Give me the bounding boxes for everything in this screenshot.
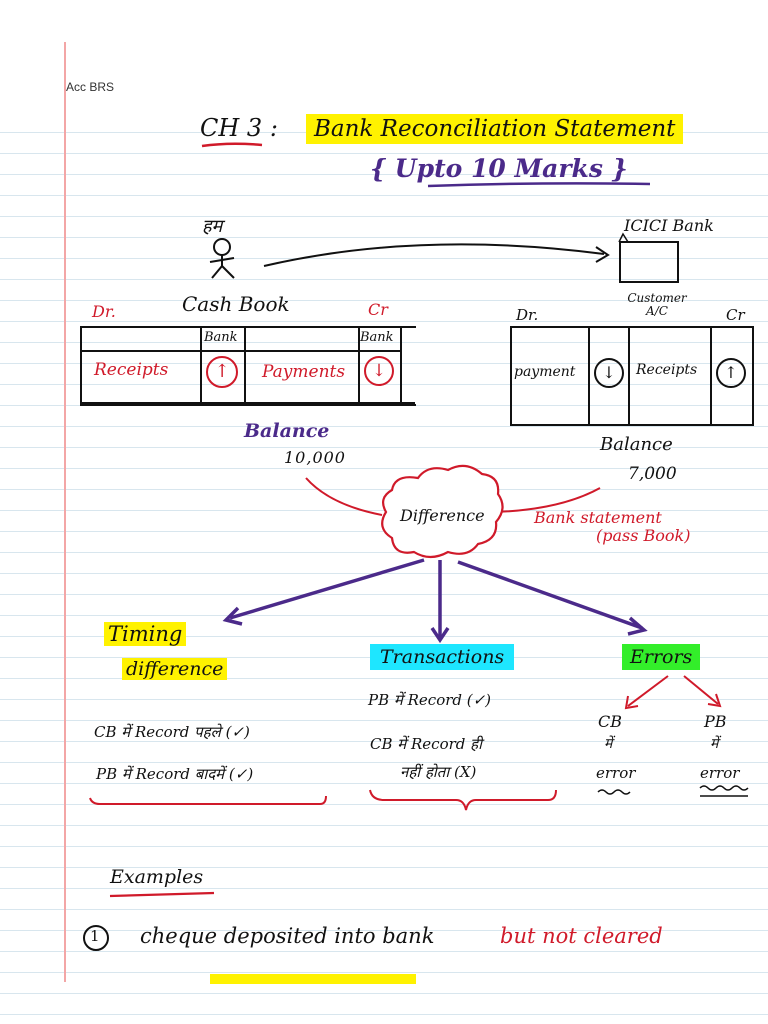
bank-icon bbox=[619, 241, 679, 283]
errors-pb-mein: में bbox=[710, 736, 719, 752]
pass-book-label: (pass Book) bbox=[596, 526, 691, 545]
cashbook-title: Cash Book bbox=[182, 292, 290, 316]
arrow-down-icon: ↓ bbox=[364, 356, 394, 386]
cashbook-header-rule bbox=[80, 350, 400, 352]
pb-error-squiggle bbox=[699, 785, 749, 791]
marks-underline bbox=[427, 182, 651, 188]
customer-receipts: Receipts bbox=[636, 362, 698, 378]
difference-cloud bbox=[381, 464, 504, 559]
errors-title: Errors bbox=[622, 644, 701, 670]
person-label: हम bbox=[202, 216, 223, 237]
transactions-bracket bbox=[369, 789, 557, 811]
errors-cb-error: error bbox=[596, 764, 636, 782]
timing-line-1: CB में Record पहले (✓) bbox=[94, 723, 250, 741]
customer-cr-label: Cr bbox=[726, 306, 745, 324]
cashbook-divider-1 bbox=[200, 326, 202, 404]
cashbook-balance-label: Balance bbox=[244, 420, 330, 442]
errors-branch-arrows bbox=[624, 675, 722, 710]
cashbook-bank-col-1: Bank bbox=[204, 330, 238, 345]
cashbook-divider-2 bbox=[244, 326, 246, 404]
customer-table bbox=[510, 326, 754, 426]
cashbook-bank-col-2: Bank bbox=[360, 330, 394, 345]
customer-divider-3 bbox=[710, 326, 712, 424]
cashbook-to-difference-line bbox=[305, 477, 383, 516]
person-icon bbox=[209, 238, 235, 279]
arrow-up-icon: ↑ bbox=[206, 356, 238, 388]
transactions-line-3: नहीं होता (X) bbox=[400, 763, 477, 781]
branch-arrows bbox=[222, 558, 648, 644]
customer-balance-label: Balance bbox=[600, 434, 673, 455]
example-number-circle bbox=[83, 925, 109, 951]
cashbook-divider-4 bbox=[400, 326, 402, 404]
difference-label: Difference bbox=[400, 506, 485, 525]
transactions-line-2: CB में Record ही bbox=[370, 735, 482, 753]
arrow-up-circle-icon: ↑ bbox=[716, 358, 746, 388]
page-header-area bbox=[0, 0, 768, 112]
cashbook-cr-label: Cr bbox=[368, 300, 388, 319]
timing-title-1: Timing bbox=[104, 622, 187, 646]
cashbook-receipts: Receipts bbox=[94, 360, 169, 380]
cashbook-table-bottom bbox=[80, 402, 415, 404]
example-text: cheque deposited into bank bbox=[140, 924, 435, 948]
cashbook-dr-label: Dr. bbox=[92, 302, 116, 321]
transactions-title: Transactions bbox=[370, 644, 515, 670]
errors-pb-error: error bbox=[700, 764, 740, 782]
bank-label: ICICI Bank bbox=[624, 216, 714, 235]
cashbook-payments: Payments bbox=[262, 362, 346, 382]
transactions-line-1: PB में Record (✓) bbox=[368, 691, 492, 709]
cashbook-table bbox=[80, 326, 416, 406]
bank-statement-label: Bank statement bbox=[534, 508, 662, 527]
page-title: Bank Reconciliation Statement bbox=[306, 114, 684, 144]
customer-divider-1 bbox=[588, 326, 590, 424]
cashbook-divider-3 bbox=[358, 326, 360, 404]
customer-ac-title: Customer A/C bbox=[627, 291, 687, 318]
timing-title-2: difference bbox=[122, 658, 228, 680]
customer-divider-2 bbox=[628, 326, 630, 424]
timing-bracket bbox=[89, 795, 327, 805]
examples-underline bbox=[109, 891, 215, 898]
bottom-highlight bbox=[210, 974, 416, 984]
example-number: 1 bbox=[90, 927, 100, 945]
errors-cb: CB bbox=[598, 712, 622, 731]
errors-cb-mein: में bbox=[604, 736, 613, 752]
cb-error-squiggle bbox=[597, 789, 631, 795]
document-label: Acc BRS bbox=[66, 80, 115, 94]
person-to-bank-arrow bbox=[263, 243, 605, 267]
margin-line bbox=[64, 42, 66, 982]
customer-dr-label: Dr. bbox=[516, 306, 539, 324]
chapter-number: CH 3 : bbox=[200, 114, 278, 142]
arrow-down-circle-icon: ↓ bbox=[594, 358, 624, 388]
customer-payment: payment bbox=[514, 364, 576, 380]
customer-to-difference-line bbox=[493, 487, 601, 513]
cashbook-balance-value: 10,000 bbox=[284, 448, 346, 467]
timing-line-2: PB में Record बादमें (✓) bbox=[96, 765, 254, 783]
example-text-red: but not cleared bbox=[500, 924, 663, 948]
marks-subtitle: { Upto 10 Marks } bbox=[370, 154, 628, 183]
errors-pb: PB bbox=[704, 712, 727, 731]
chapter-underline bbox=[201, 142, 263, 148]
customer-balance-value: 7,000 bbox=[628, 464, 677, 484]
examples-title: Examples bbox=[110, 866, 204, 888]
